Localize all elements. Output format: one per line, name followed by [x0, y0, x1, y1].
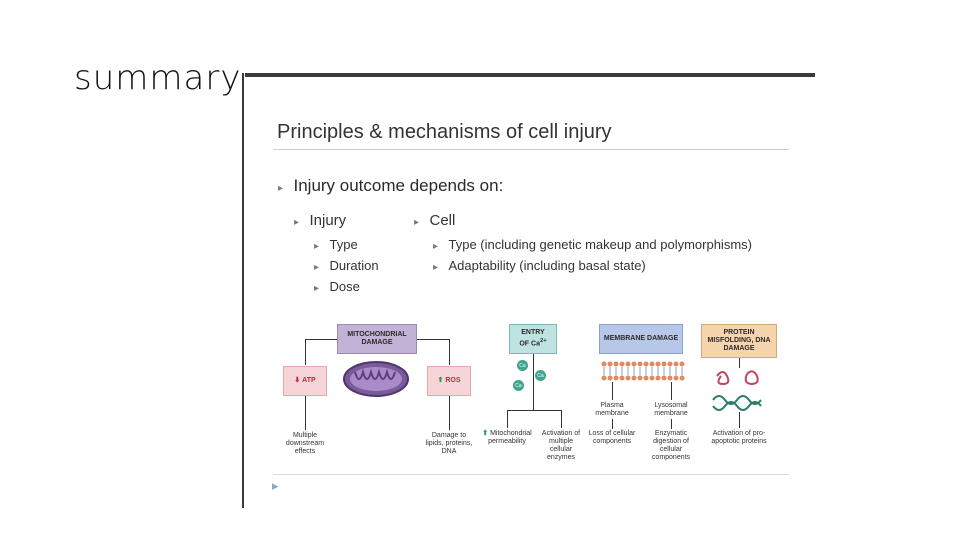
connector-line: [305, 339, 337, 340]
ros-label: ROS: [445, 377, 461, 384]
bullet-arrow-icon: ▸: [433, 262, 439, 273]
bullet-arrow-icon: ▸: [294, 217, 300, 228]
plasma-membrane-caption: Plasma membrane: [595, 402, 629, 417]
connector-line: [507, 410, 508, 428]
injury-item: ▸ Duration: [314, 257, 379, 275]
cell-item-adaptability: Adaptability (including basal state): [448, 258, 646, 273]
connector-line: [671, 419, 672, 429]
bullet-arrow-icon: ▸: [314, 283, 320, 294]
misfolded-protein-dna-icon: [712, 370, 762, 411]
connector-line: [561, 410, 562, 428]
heading-divider: [273, 149, 789, 150]
injury-item: ▸ Dose: [314, 278, 360, 296]
atp-box: ⬇ ATP: [283, 366, 327, 396]
atp-label: ATP: [302, 377, 316, 384]
membrane-damage-label: MEMBRANE DAMAGE: [603, 335, 679, 342]
lysosomal-membrane-caption: Lysosomal membrane: [654, 402, 688, 417]
cell-label: Cell: [429, 212, 456, 229]
main-point-text: Injury outcome depends on:: [293, 176, 504, 195]
mito-permeability-caption: ⬆ Mitochondrial permeability: [482, 430, 532, 445]
entry-label-line2: OF Ca: [519, 340, 540, 348]
connector-line: [612, 419, 613, 429]
cell-item-type: Type (including genetic makeup and polym…: [448, 237, 752, 252]
injury-bullet: ▸ Injury: [294, 212, 346, 230]
bullet-arrow-icon: ▸: [433, 241, 439, 252]
title-divider: [245, 73, 815, 77]
mitochondrion-icon: [343, 361, 409, 397]
up-arrow-icon: ⬆: [437, 377, 444, 384]
cell-item: ▸ Type (including genetic makeup and pol…: [433, 236, 752, 254]
connector-line: [612, 382, 613, 400]
loss-components-caption: Loss of cellular components: [588, 430, 636, 445]
enzyme-activation-caption: Activation of multiple cellular enzymes: [541, 430, 581, 461]
cell-bullet: ▸ Cell: [414, 212, 455, 230]
protein-misfolding-box: PROTEIN MISFOLDING, DNA DAMAGE: [701, 324, 777, 358]
main-bullet: ▸ Injury outcome depends on:: [278, 176, 503, 196]
bullet-arrow-icon: ▸: [414, 217, 420, 228]
injury-item-duration: Duration: [329, 258, 379, 273]
connector-line: [449, 339, 450, 365]
membrane-damage-box: MEMBRANE DAMAGE: [599, 324, 683, 354]
empty-bullet-icon: ▸: [272, 478, 279, 493]
connector-line: [739, 412, 740, 428]
downstream-effects-caption: Multiple downstream effects: [285, 432, 325, 455]
mitochondrial-damage-box: MITOCHONDRIAL DAMAGE: [337, 324, 417, 354]
injury-item: ▸ Type: [314, 236, 358, 254]
damage-caption: Damage to lipids, proteins, DNA: [425, 432, 473, 455]
bullet-arrow-icon: ▸: [314, 262, 320, 273]
injury-item-dose: Dose: [329, 279, 360, 294]
connector-line: [671, 382, 672, 400]
connector-line: [305, 396, 306, 430]
protein-misfolding-label: PROTEIN MISFOLDING, DNA DAMAGE: [707, 329, 771, 352]
injury-label: Injury: [309, 212, 347, 229]
connector-line: [533, 354, 534, 410]
content-heading: Principles & mechanisms of cell injury: [277, 121, 612, 143]
content-left-border: [242, 73, 244, 508]
bullet-arrow-icon: ▸: [278, 183, 284, 194]
enzymatic-digestion-caption: Enzymatic digestion of cellular componen…: [651, 430, 691, 461]
ros-box: ⬆ ROS: [427, 366, 471, 396]
lipid-bilayer-icon: [601, 361, 685, 381]
connector-line: [449, 396, 450, 430]
down-arrow-icon: ⬇: [294, 377, 301, 384]
injury-item-type: Type: [329, 237, 358, 252]
bullet-arrow-icon: ▸: [314, 241, 320, 252]
connector-line: [305, 339, 306, 365]
cell-item: ▸ Adaptability (including basal state): [433, 257, 646, 275]
calcium-ion-icon: Ca: [535, 370, 546, 381]
slide-title: summary: [74, 58, 242, 98]
entry-label-line1: ENTRY: [521, 329, 545, 337]
mitochondrial-damage-label: MITOCHONDRIAL DAMAGE: [347, 331, 407, 346]
connector-line: [417, 339, 449, 340]
connector-line: [507, 410, 561, 411]
calcium-ion-icon: Ca: [517, 360, 528, 371]
apoptotic-proteins-caption: Activation of pro-apoptotic proteins: [711, 430, 767, 445]
content-bottom-divider: [273, 474, 789, 475]
up-arrow-icon: ⬆: [482, 430, 489, 437]
cell-injury-diagram: MITOCHONDRIAL DAMAGE ⬇ ATP ⬆ ROS Multipl…: [273, 318, 789, 473]
connector-line: [739, 358, 740, 368]
calcium-ion-icon: Ca: [513, 380, 524, 391]
